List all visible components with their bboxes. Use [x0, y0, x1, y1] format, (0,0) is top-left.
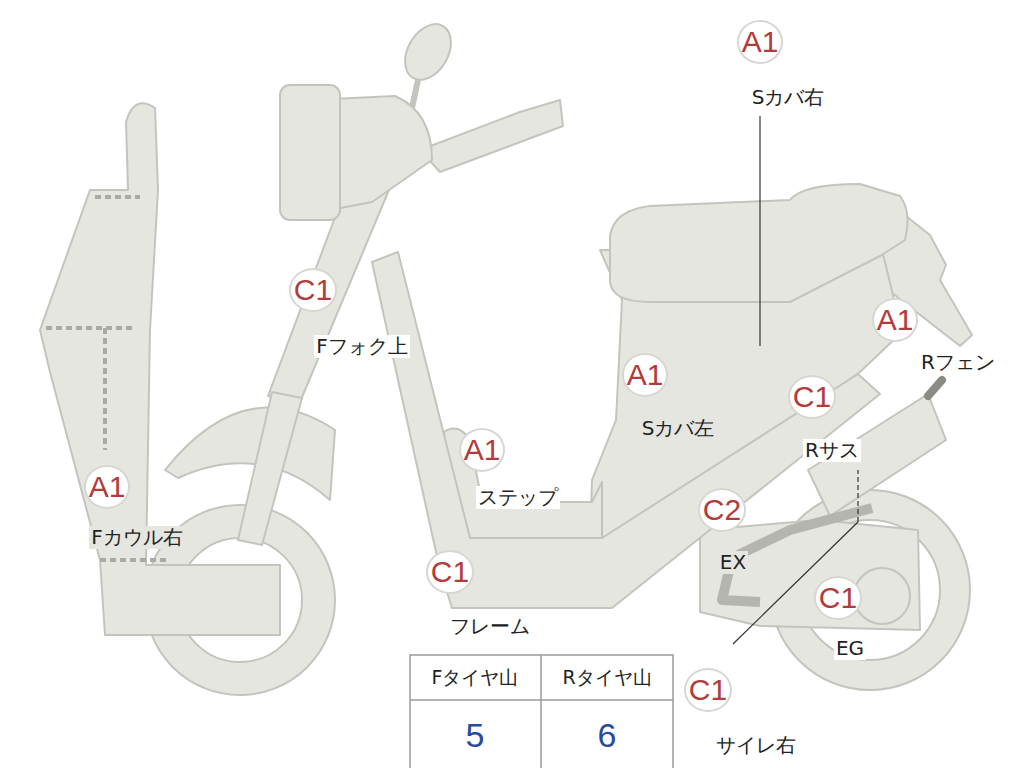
- damage-code: C2: [703, 495, 741, 525]
- damage-callout: C1フレーム: [428, 550, 472, 594]
- damage-code: C1: [294, 275, 332, 305]
- part-name: Sカバ右: [750, 86, 827, 109]
- part-name: Fフォク上: [314, 335, 410, 358]
- damage-code: C1: [431, 557, 469, 587]
- handlebar: [420, 100, 563, 172]
- damage-code: C1: [793, 382, 831, 412]
- panel-seam: [46, 326, 136, 330]
- part-name: Rサス: [803, 439, 861, 462]
- damage-code: A1: [742, 27, 779, 57]
- shock-end: [928, 380, 942, 396]
- damage-callout: C1Fフォク上: [291, 268, 335, 312]
- axle-cover: [854, 568, 910, 624]
- headlight: [280, 85, 340, 220]
- damage-code: A1: [627, 360, 664, 390]
- tread-value: 5: [466, 716, 485, 755]
- part-name: Fカウル右: [89, 526, 185, 549]
- damage-callout: A1Sカバ右: [738, 20, 782, 64]
- damage-code: C1: [689, 675, 727, 705]
- frame: [372, 252, 880, 608]
- table-rule: [540, 655, 542, 768]
- front-fork-lower: [238, 392, 302, 545]
- part-name: EX: [718, 551, 748, 574]
- damage-callout: C2EX: [700, 488, 744, 532]
- damage-callout: C1サイレ右: [686, 668, 730, 712]
- damage-callout: A1Rフェン: [873, 298, 917, 342]
- leader-line: [857, 470, 858, 522]
- front-cowl: [40, 103, 280, 635]
- part-name: Sカバ左: [640, 417, 717, 440]
- leader-line: [733, 522, 858, 644]
- seat: [610, 184, 908, 302]
- panel-seam: [103, 328, 107, 450]
- part-name: EG: [834, 637, 866, 660]
- table-header: Rタイヤ山: [562, 665, 651, 691]
- panel-seam: [100, 558, 166, 562]
- tread-value: 6: [598, 716, 617, 755]
- damage-code: A1: [89, 472, 126, 502]
- damage-callout: C1Rサス: [790, 375, 834, 419]
- leader-line: [759, 116, 760, 346]
- mirror: [396, 16, 461, 88]
- part-name: Rフェン: [919, 351, 997, 374]
- damage-code: A1: [464, 435, 501, 465]
- damage-code: A1: [877, 305, 914, 335]
- panel-seam: [95, 195, 140, 199]
- table-header: Fタイヤ山: [432, 665, 519, 691]
- part-name: サイレ右: [714, 734, 798, 757]
- damage-callout: A1ステップ: [460, 428, 504, 472]
- damage-callout: C1EG: [816, 576, 860, 620]
- part-name: ステップ: [476, 486, 560, 509]
- mirror-stem: [412, 80, 418, 108]
- damage-code: C1: [819, 583, 857, 613]
- damage-callout: A1Fカウル右: [85, 465, 129, 509]
- part-name: フレーム: [448, 615, 532, 638]
- damage-callout: A1Sカバ左: [623, 353, 667, 397]
- tread-table: [410, 655, 673, 768]
